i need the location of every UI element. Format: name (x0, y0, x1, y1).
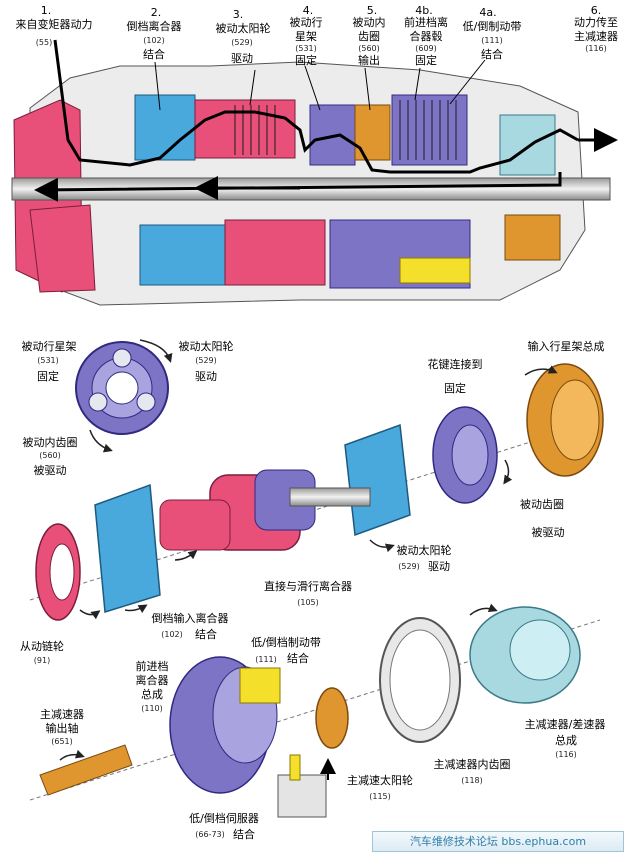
sun-gear-2-action: 驱动 (428, 560, 450, 573)
step-4a-number: 4a. (479, 6, 497, 19)
step-4a-action: 结合 (481, 48, 503, 61)
servo-label: 低/倒档伺服器 (189, 812, 259, 825)
step-5-action: 输出 (358, 54, 380, 67)
step-4b-number: 4b. (415, 4, 433, 17)
exploded-section (29, 339, 604, 621)
step-5-number: 5. (366, 4, 378, 17)
direct-clutch-label: 直接与滑行离合器 (264, 580, 352, 593)
step-2-part-number: (102) (143, 36, 165, 45)
step-1-number: 1. (40, 4, 52, 17)
output-shaft-label-line1: 主减速器 (40, 708, 84, 721)
step-6-number: 6. (590, 4, 602, 17)
fwd-clutch-label-line2: 离合器 (135, 674, 169, 687)
step-4b-part-number: (609) (415, 44, 437, 53)
step-3-label: 被动太阳轮 (215, 22, 271, 35)
fwd-clutch-part-number: (110) (141, 704, 163, 713)
fwd-clutch-label-line3: 总成 (141, 688, 163, 701)
fwd-clutch-label-line1: 前进档 (135, 660, 169, 673)
spline-action: 固定 (444, 382, 466, 395)
step-3-part-number: (529) (231, 38, 253, 47)
ring-gear-part-number: (560) (39, 451, 61, 460)
sun-gear-label: 被动太阳轮 (178, 340, 234, 353)
sun-gear-action: 驱动 (195, 370, 217, 383)
driven-ring-action: 被驱动 (531, 526, 565, 539)
cutaway-section (11, 39, 618, 306)
step-4a-part-number: (111) (481, 36, 503, 45)
step-4b-action: 固定 (415, 54, 437, 67)
step-2-label: 倒档离合器 (126, 20, 182, 33)
step-6-label-line1: 动力传至 (574, 16, 618, 29)
step-4-part-number: (531) (295, 44, 317, 53)
sprocket-part-number: (91) (33, 656, 51, 665)
step-2-number: 2. (150, 6, 162, 19)
direct-clutch-part-number: (105) (297, 598, 319, 607)
step-4-label-line1: 被动行 (289, 16, 323, 29)
output-shaft-part-number: (651) (51, 737, 73, 746)
servo-part-number: (66-73) (195, 830, 225, 839)
driven-ring-label: 被动齿圈 (520, 498, 564, 511)
step-4a-label: 低/倒制动带 (462, 20, 522, 33)
sun-gear-part-number: (529) (195, 356, 217, 365)
differential-part-number: (116) (555, 750, 577, 759)
reverse-clutch-part-number: (102) (161, 630, 183, 639)
step-4-label-line2: 星架 (295, 30, 317, 43)
carrier-action: 固定 (37, 370, 59, 383)
step-2-action: 结合 (143, 48, 165, 61)
carrier-part-number: (531) (37, 356, 59, 365)
forum-watermark: 汽车维修技术论坛 bbs.ephua.com (372, 831, 624, 852)
servo-action: 结合 (233, 828, 255, 841)
step-1-label: 来自变矩器动力 (15, 18, 93, 31)
step-1-part-number: (55) (35, 38, 53, 47)
step-5-part-number: (560) (358, 44, 380, 53)
step-4-number: 4. (302, 4, 314, 17)
band-action: 结合 (287, 652, 309, 665)
differential-label-line2: 总成 (555, 734, 577, 747)
reverse-clutch-label: 倒档输入离合器 (151, 612, 229, 625)
ring-gear-label: 被动内齿圈 (22, 436, 78, 449)
sun-gear-2-label: 被动太阳轮 (396, 544, 452, 557)
step-4b-label-line1: 前进档离 (404, 16, 448, 29)
step-3-action: 驱动 (231, 52, 253, 65)
step-6-part-number: (116) (585, 44, 607, 53)
final-drive-section (29, 603, 601, 818)
ring-gear-action: 被驱动 (33, 464, 67, 477)
step-4b-label-line2: 合器毂 (409, 30, 443, 43)
step-5-label-line2: 齿圈 (358, 30, 380, 43)
fd-ring-label: 主减速器内齿圈 (433, 758, 511, 771)
spline-label: 花键连接到 (427, 358, 483, 371)
step-6-label-line2: 主减速器 (574, 30, 618, 43)
fd-ring-part-number: (118) (461, 776, 483, 785)
input-carrier-label: 输入行星架总成 (527, 340, 605, 353)
step-3-number: 3. (232, 8, 244, 21)
carrier-label: 被动行星架 (21, 340, 77, 353)
fd-sun-part-number: (115) (369, 792, 391, 801)
band-part-number: (111) (255, 655, 277, 664)
sprocket-label: 从动链轮 (20, 640, 64, 653)
differential-label-line1: 主减速器/差速器 (524, 718, 606, 731)
band-label: 低/倒档制动带 (251, 636, 321, 649)
step-4-action: 固定 (295, 54, 317, 67)
reverse-clutch-action: 结合 (195, 628, 217, 641)
sun-gear-2-part-number: (529) (398, 562, 420, 571)
step-5-label-line1: 被动内 (352, 16, 386, 29)
fd-sun-label: 主减速太阳轮 (347, 774, 413, 787)
output-shaft-label-line2: 输出轴 (45, 722, 79, 735)
